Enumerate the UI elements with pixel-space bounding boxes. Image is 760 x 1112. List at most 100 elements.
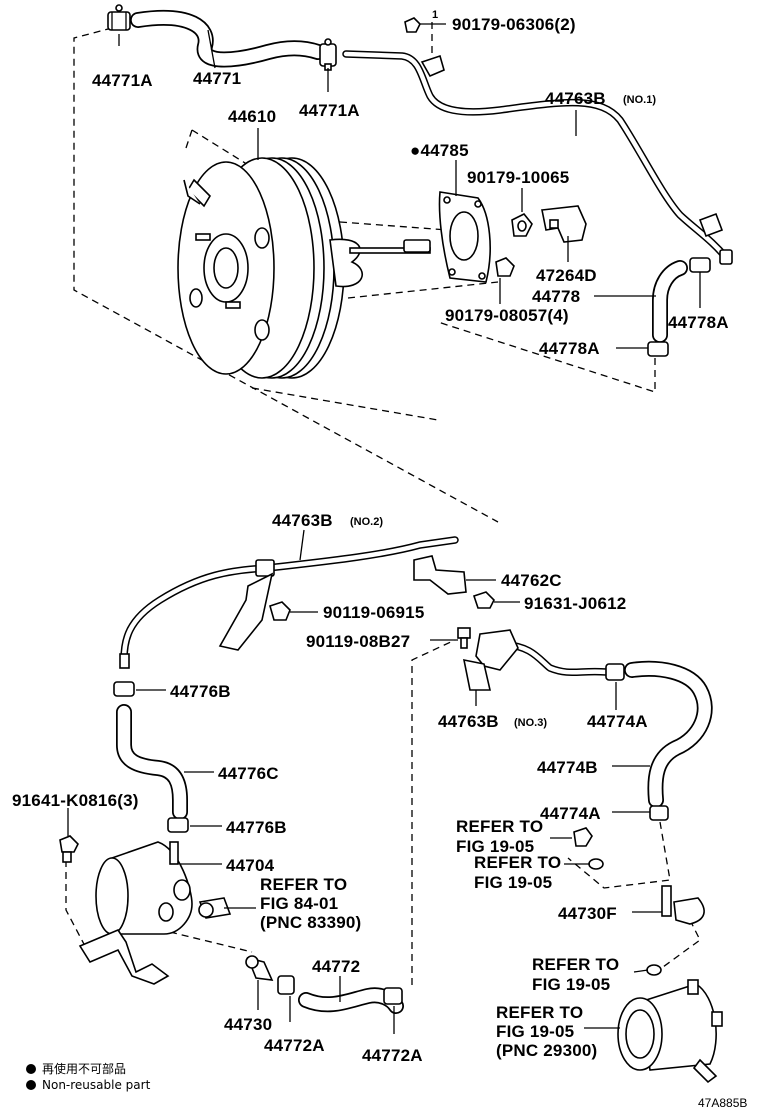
bolt-91631-J0612[interactable] <box>472 591 495 609</box>
label-44778[interactable]: 44778 <box>532 287 580 306</box>
legend: 再使用不可部品 Non-reusable part <box>26 1061 151 1092</box>
washer-ref2[interactable] <box>588 858 604 870</box>
label-91631-J0612[interactable]: 91631-J0612 <box>524 594 626 613</box>
clip-44774A-top[interactable] <box>605 663 625 681</box>
legend-bullet-icon <box>26 1080 36 1090</box>
svg-text:FIG 19-05: FIG 19-05 <box>456 837 534 856</box>
seal-ref1[interactable] <box>573 827 593 847</box>
hose-44774B[interactable] <box>624 660 713 808</box>
label-44762C[interactable]: 44762C <box>501 571 562 590</box>
gasket-44785[interactable] <box>438 191 491 283</box>
label-90179-08057[interactable]: 90179-08057(4) <box>445 306 569 325</box>
clip-44778A-low[interactable] <box>647 341 669 357</box>
label-44774A-low[interactable]: 44774A <box>540 804 601 823</box>
label-44771A-top[interactable]: 44771A <box>92 71 153 90</box>
svg-text:(PNC 83390): (PNC 83390) <box>260 913 361 932</box>
clip-44771A-top[interactable] <box>107 4 131 31</box>
ref-note-3[interactable]: REFER TO FIG 84-01 (PNC 83390) <box>260 875 361 932</box>
tube-44763B-no2[interactable] <box>119 536 459 669</box>
label-44704[interactable]: 44704 <box>226 856 275 875</box>
label-44776B-top[interactable]: 44776B <box>170 682 231 701</box>
brake-booster-44610[interactable] <box>177 157 431 379</box>
legend-jp: 再使用不可部品 <box>42 1061 126 1076</box>
hose-44776C[interactable] <box>116 704 188 820</box>
label-44771[interactable]: 44771 <box>193 69 241 88</box>
clip-44776B-low[interactable] <box>167 817 189 833</box>
washer-ref4[interactable] <box>646 964 662 976</box>
leader-lines <box>67 23 701 1034</box>
label-44772[interactable]: 44772 <box>312 957 360 976</box>
bracket-47264D[interactable] <box>541 205 587 243</box>
label-44785[interactable]: ●44785 <box>410 141 469 160</box>
label-44763B-no1[interactable]: 44763B <box>545 89 606 108</box>
svg-text:FIG 19-05: FIG 19-05 <box>496 1022 574 1041</box>
label-44610[interactable]: 44610 <box>228 107 276 126</box>
hose-44778[interactable] <box>652 260 688 343</box>
label-44771A-mid[interactable]: 44771A <box>299 101 360 120</box>
nut-90179-06306[interactable] <box>404 17 421 33</box>
label-44730F[interactable]: 44730F <box>558 904 617 923</box>
clip-44778A-right[interactable] <box>689 257 711 273</box>
label-44763B-no3[interactable]: 44763B <box>438 712 499 731</box>
label-90179-10065[interactable]: 90179-10065 <box>467 168 569 187</box>
svg-text:FIG 19-05: FIG 19-05 <box>474 873 552 892</box>
bolt-91641-K0816[interactable] <box>59 835 79 863</box>
label-44763B-no2-note: (NO.2) <box>350 516 383 528</box>
hose-44772[interactable] <box>298 987 404 1014</box>
tube-44763B-no1[interactable] <box>342 50 733 265</box>
clip-44776B-top[interactable] <box>113 681 135 697</box>
label-44772A-right[interactable]: 44772A <box>362 1046 423 1065</box>
legend-bullet-icon <box>26 1064 36 1074</box>
label-44776B-low[interactable]: 44776B <box>226 818 287 837</box>
legend-en: Non-reusable part <box>42 1078 151 1092</box>
nut-90179-10065[interactable] <box>511 212 533 237</box>
label-44763B-no2[interactable]: 44763B <box>272 511 333 530</box>
label-44778A-low[interactable]: 44778A <box>539 339 600 358</box>
ref-note-5[interactable]: REFER TO FIG 19-05 (PNC 29300) <box>496 1003 597 1060</box>
nut-90179-08057[interactable] <box>495 257 515 277</box>
label-44772A-left[interactable]: 44772A <box>264 1036 325 1055</box>
clamp-44762C[interactable] <box>413 555 467 595</box>
part-labels: 44771A 44771 44771A 1 90179-06306(2) 447… <box>12 9 729 1065</box>
label-44730[interactable]: 44730 <box>224 1015 272 1034</box>
svg-text:REFER TO: REFER TO <box>496 1003 583 1022</box>
label-90119-08B27[interactable]: 90119-08B27 <box>306 632 410 651</box>
svg-text:(PNC 29300): (PNC 29300) <box>496 1041 597 1060</box>
reservoir-44704[interactable] <box>78 841 193 985</box>
diagram-code: 47A885B <box>698 1096 747 1110</box>
label-44774B[interactable]: 44774B <box>537 758 598 777</box>
ref-note-2[interactable]: REFER TO FIG 19-05 <box>474 853 561 892</box>
pump-29300[interactable] <box>617 979 723 1084</box>
label-47264D[interactable]: 47264D <box>536 266 597 285</box>
label-44763B-no1-note: (NO.1) <box>623 94 656 106</box>
tube-44763B-no3[interactable] <box>462 629 610 691</box>
clip-44774A-low[interactable] <box>649 805 669 821</box>
bolt-90119-06915[interactable] <box>269 601 291 621</box>
svg-text:REFER TO: REFER TO <box>474 853 561 872</box>
sensor-44730[interactable] <box>245 955 274 981</box>
label-90119-06915[interactable]: 90119-06915 <box>323 603 424 622</box>
label-90179-06306[interactable]: 90179-06306(2) <box>452 15 576 34</box>
clip-44771A-mid[interactable] <box>319 38 337 71</box>
label-91641-K0816[interactable]: 91641-K0816(3) <box>12 791 139 810</box>
sensor-near-44704[interactable] <box>198 897 232 919</box>
hose-44771[interactable] <box>130 9 326 68</box>
ref-note-1[interactable]: REFER TO FIG 19-05 <box>456 817 543 856</box>
fitting-44730F[interactable] <box>661 885 705 925</box>
label-44776C[interactable]: 44776C <box>218 764 279 783</box>
svg-text:FIG 84-01: FIG 84-01 <box>260 894 338 913</box>
dashed-guides <box>65 22 701 985</box>
ref-note-4[interactable]: REFER TO FIG 19-05 <box>532 955 619 994</box>
label-44778A-right[interactable]: 44778A <box>668 313 729 332</box>
label-44763B-no3-note: (NO.3) <box>514 717 547 729</box>
clip-44772A-left[interactable] <box>277 975 295 995</box>
reference-notes: REFER TO FIG 19-05 REFER TO FIG 19-05 RE… <box>260 817 619 1060</box>
svg-text:REFER TO: REFER TO <box>260 875 347 894</box>
bolt-90119-08B27[interactable] <box>457 627 471 649</box>
clip-44772A-right[interactable] <box>383 987 403 1005</box>
svg-text:REFER TO: REFER TO <box>456 817 543 836</box>
label-44774A-top[interactable]: 44774A <box>587 712 648 731</box>
svg-text:REFER TO: REFER TO <box>532 955 619 974</box>
